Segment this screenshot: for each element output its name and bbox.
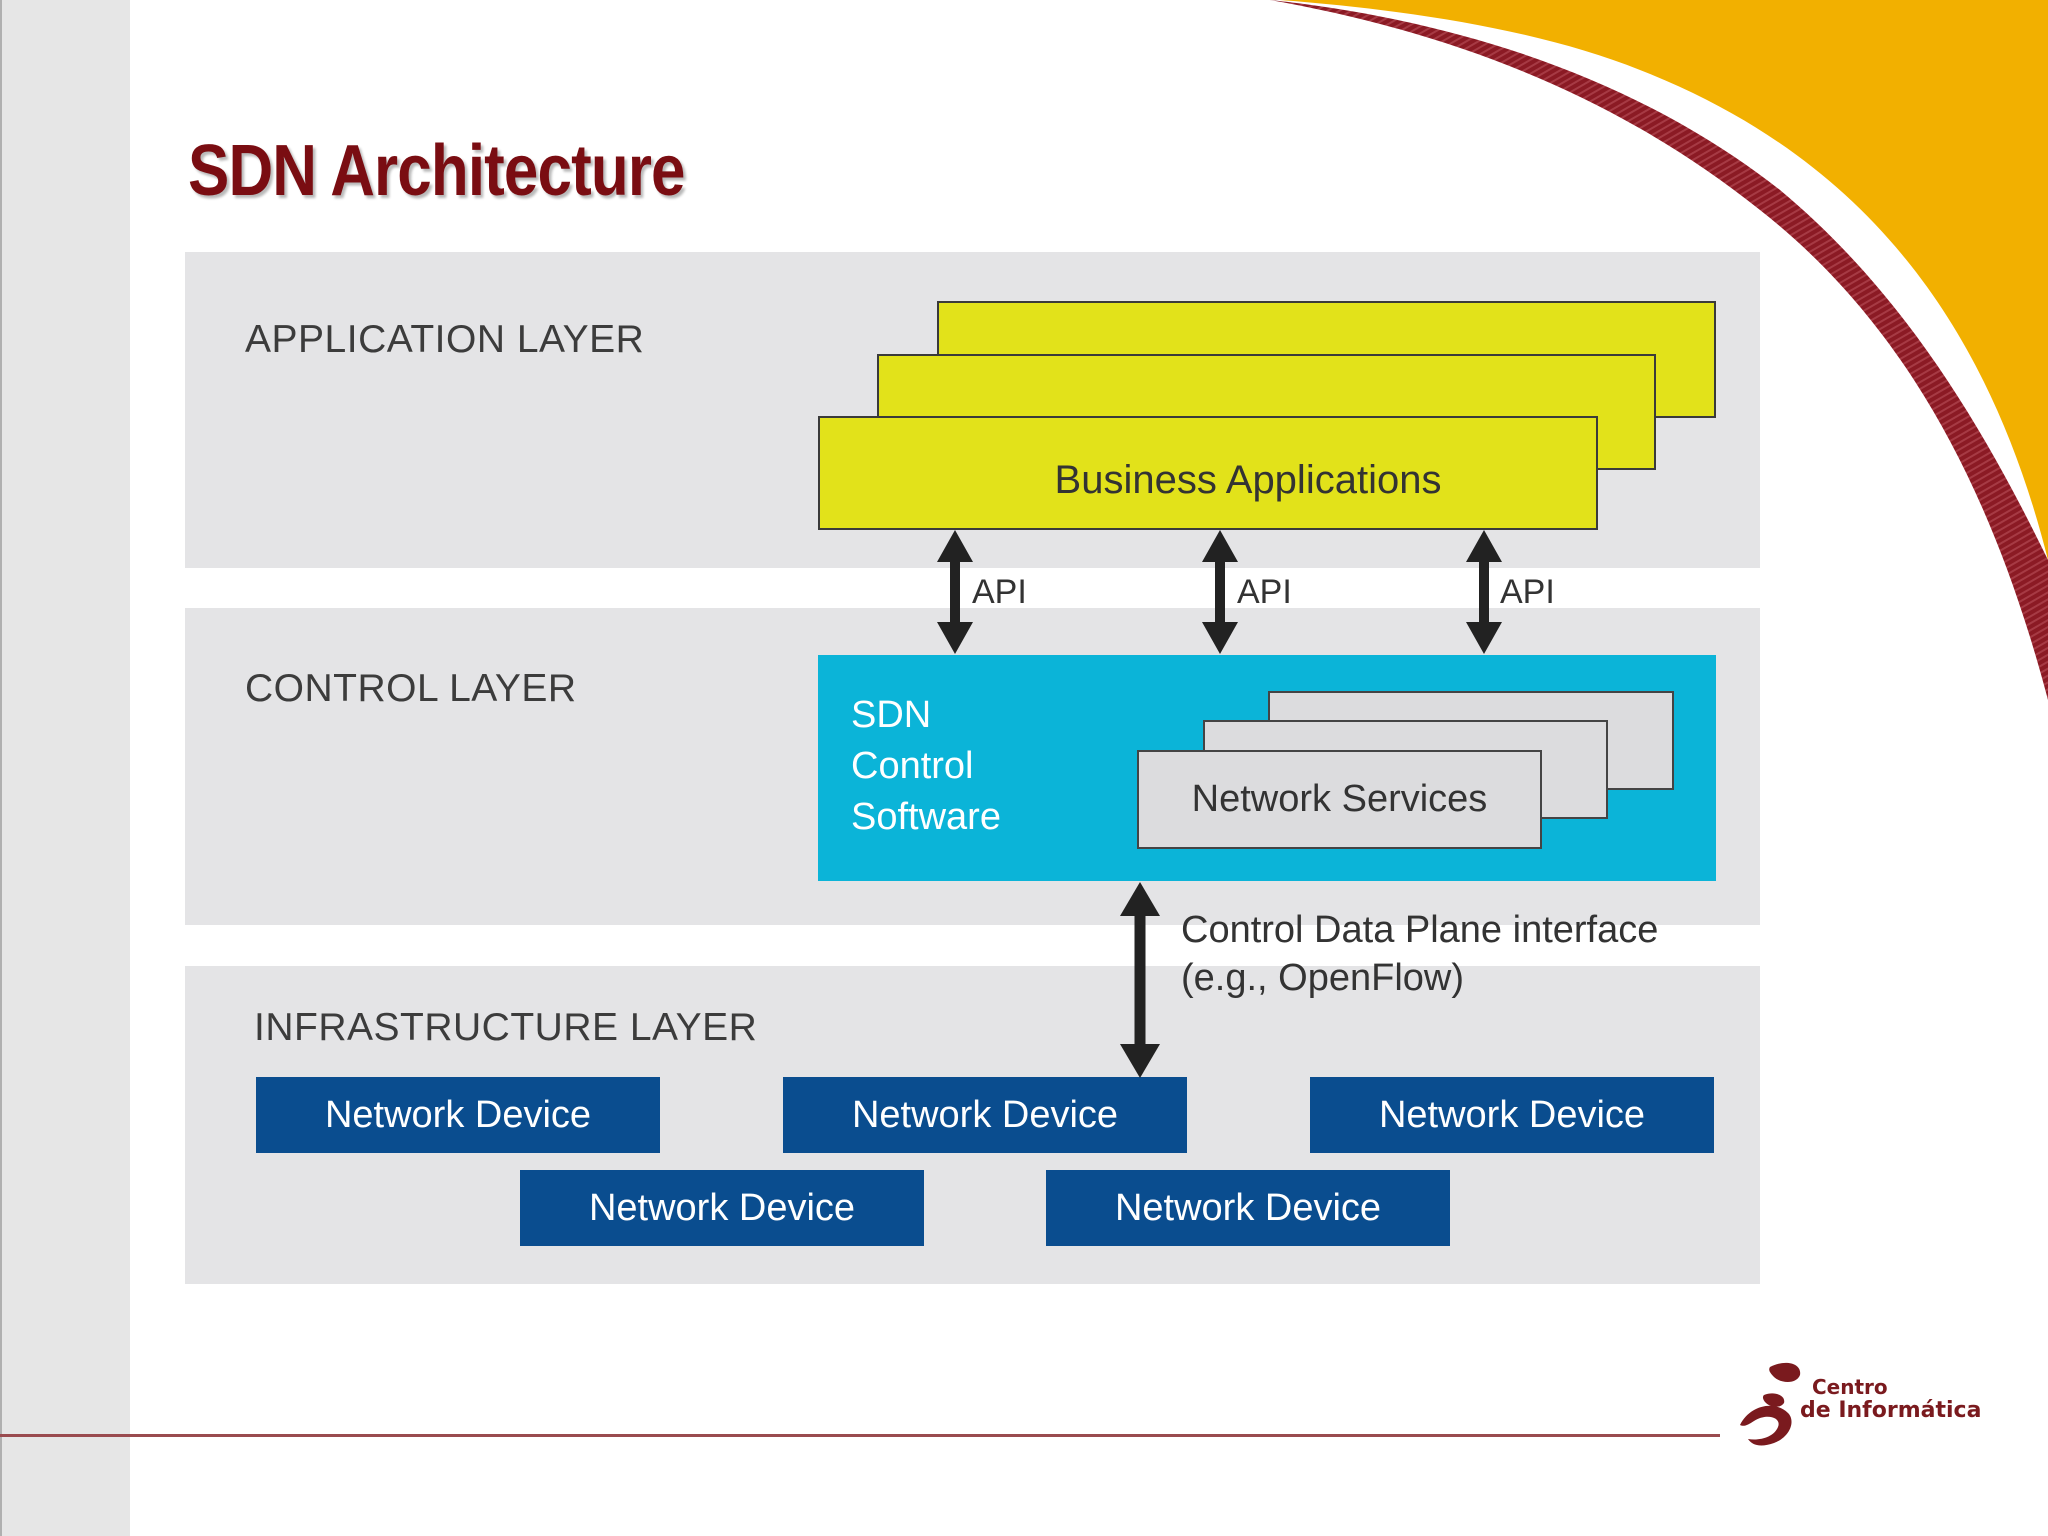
business-applications-label: Business Applications xyxy=(1054,457,1442,502)
sdn-control-software-label: SDN Control Software xyxy=(851,690,1001,843)
sdn-control-software-line-1: SDN xyxy=(851,694,932,736)
page-title: SDN Architecture xyxy=(188,131,685,211)
left-margin-strip xyxy=(0,0,130,1536)
control-layer-label: CONTROL LAYER xyxy=(245,667,577,710)
logo-emblem-icon xyxy=(1740,1362,1801,1446)
network-services-box: Network Services xyxy=(1137,750,1542,849)
left-margin-edge xyxy=(0,0,2,1536)
footer-divider xyxy=(0,1434,1720,1437)
network-device-1: Network Device xyxy=(256,1077,660,1153)
centro-de-informatica-logo: Centro de Informática xyxy=(1730,1355,2000,1455)
interface-line-2: (e.g., OpenFlow) xyxy=(1181,957,1464,999)
api-label-3: API xyxy=(1500,573,1555,611)
sdn-control-software-line-3: Software xyxy=(851,796,1001,838)
infrastructure-layer-label: INFRASTRUCTURE LAYER xyxy=(254,1006,758,1049)
application-layer-label: APPLICATION LAYER xyxy=(245,318,645,361)
corner-gold-swoosh xyxy=(1280,0,2048,560)
interface-line-1: Control Data Plane interface xyxy=(1181,909,1659,951)
network-device-5: Network Device xyxy=(1046,1170,1450,1246)
network-device-2: Network Device xyxy=(783,1077,1187,1153)
network-device-4: Network Device xyxy=(520,1170,924,1246)
logo-text-informatica: de Informática xyxy=(1800,1398,1982,1423)
logo-text-centro: Centro xyxy=(1812,1375,1888,1399)
control-data-plane-interface-label: Control Data Plane interface (e.g., Open… xyxy=(1181,906,1658,1002)
api-label-1: API xyxy=(972,573,1027,611)
sdn-control-software-line-2: Control xyxy=(851,745,974,787)
network-services-label: Network Services xyxy=(1191,778,1488,820)
business-applications-box: Business Applications xyxy=(818,416,1598,530)
network-device-3: Network Device xyxy=(1310,1077,1714,1153)
api-label-2: API xyxy=(1237,573,1292,611)
